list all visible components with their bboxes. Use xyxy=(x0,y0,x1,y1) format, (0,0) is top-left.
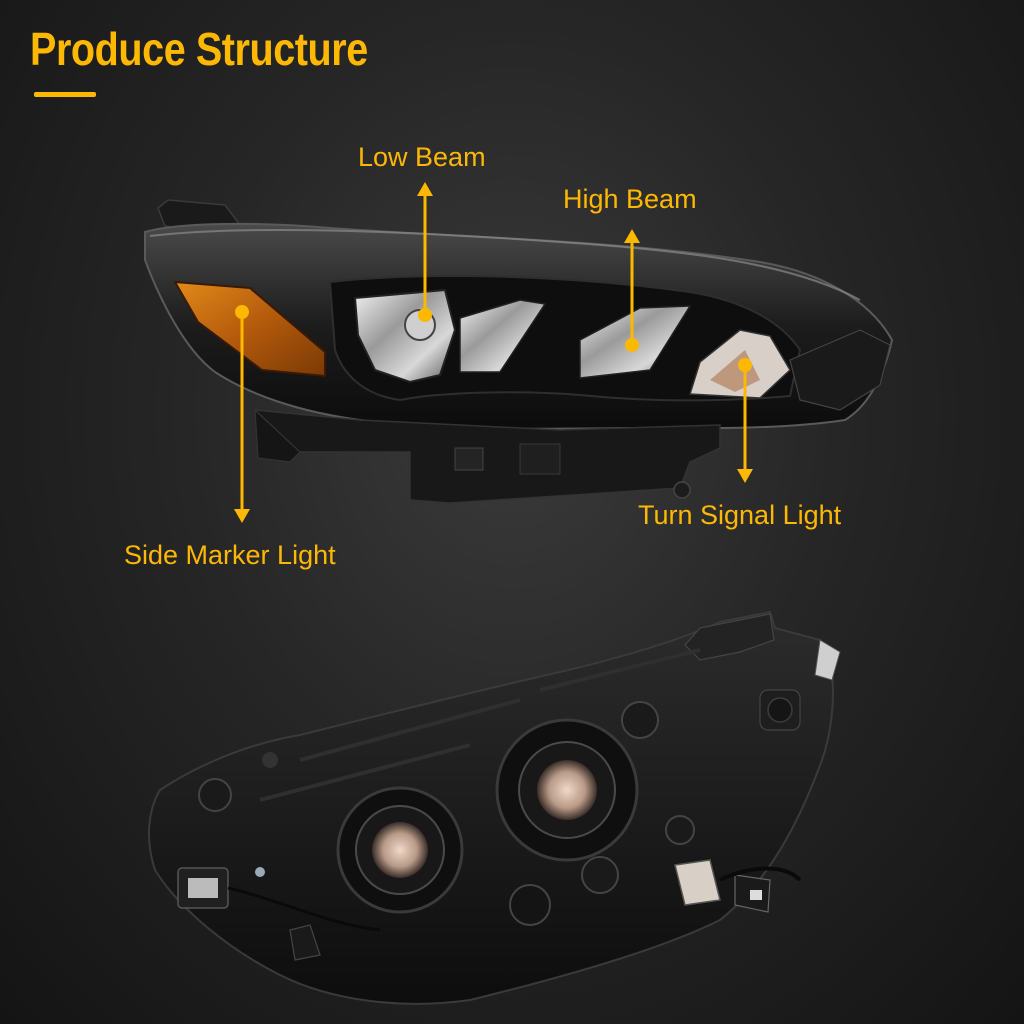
wiring-connector xyxy=(674,859,721,906)
headlight-front-view xyxy=(144,199,894,504)
callout-side-marker-light: Side Marker Light xyxy=(124,540,336,570)
callout-low-beam: Low Beam xyxy=(358,142,486,172)
callout-pointers xyxy=(234,182,753,523)
page-title: Produce Structure xyxy=(30,23,368,75)
headlight-rear-view xyxy=(147,610,841,1005)
callout-high-beam: High Beam xyxy=(563,184,697,214)
side-marker-lens xyxy=(173,280,326,378)
low-beam-bulb-socket xyxy=(372,822,428,878)
title-underline xyxy=(34,92,96,97)
callout-turn-signal-light: Turn Signal Light xyxy=(638,500,842,530)
high-beam-bulb-socket xyxy=(537,760,597,820)
